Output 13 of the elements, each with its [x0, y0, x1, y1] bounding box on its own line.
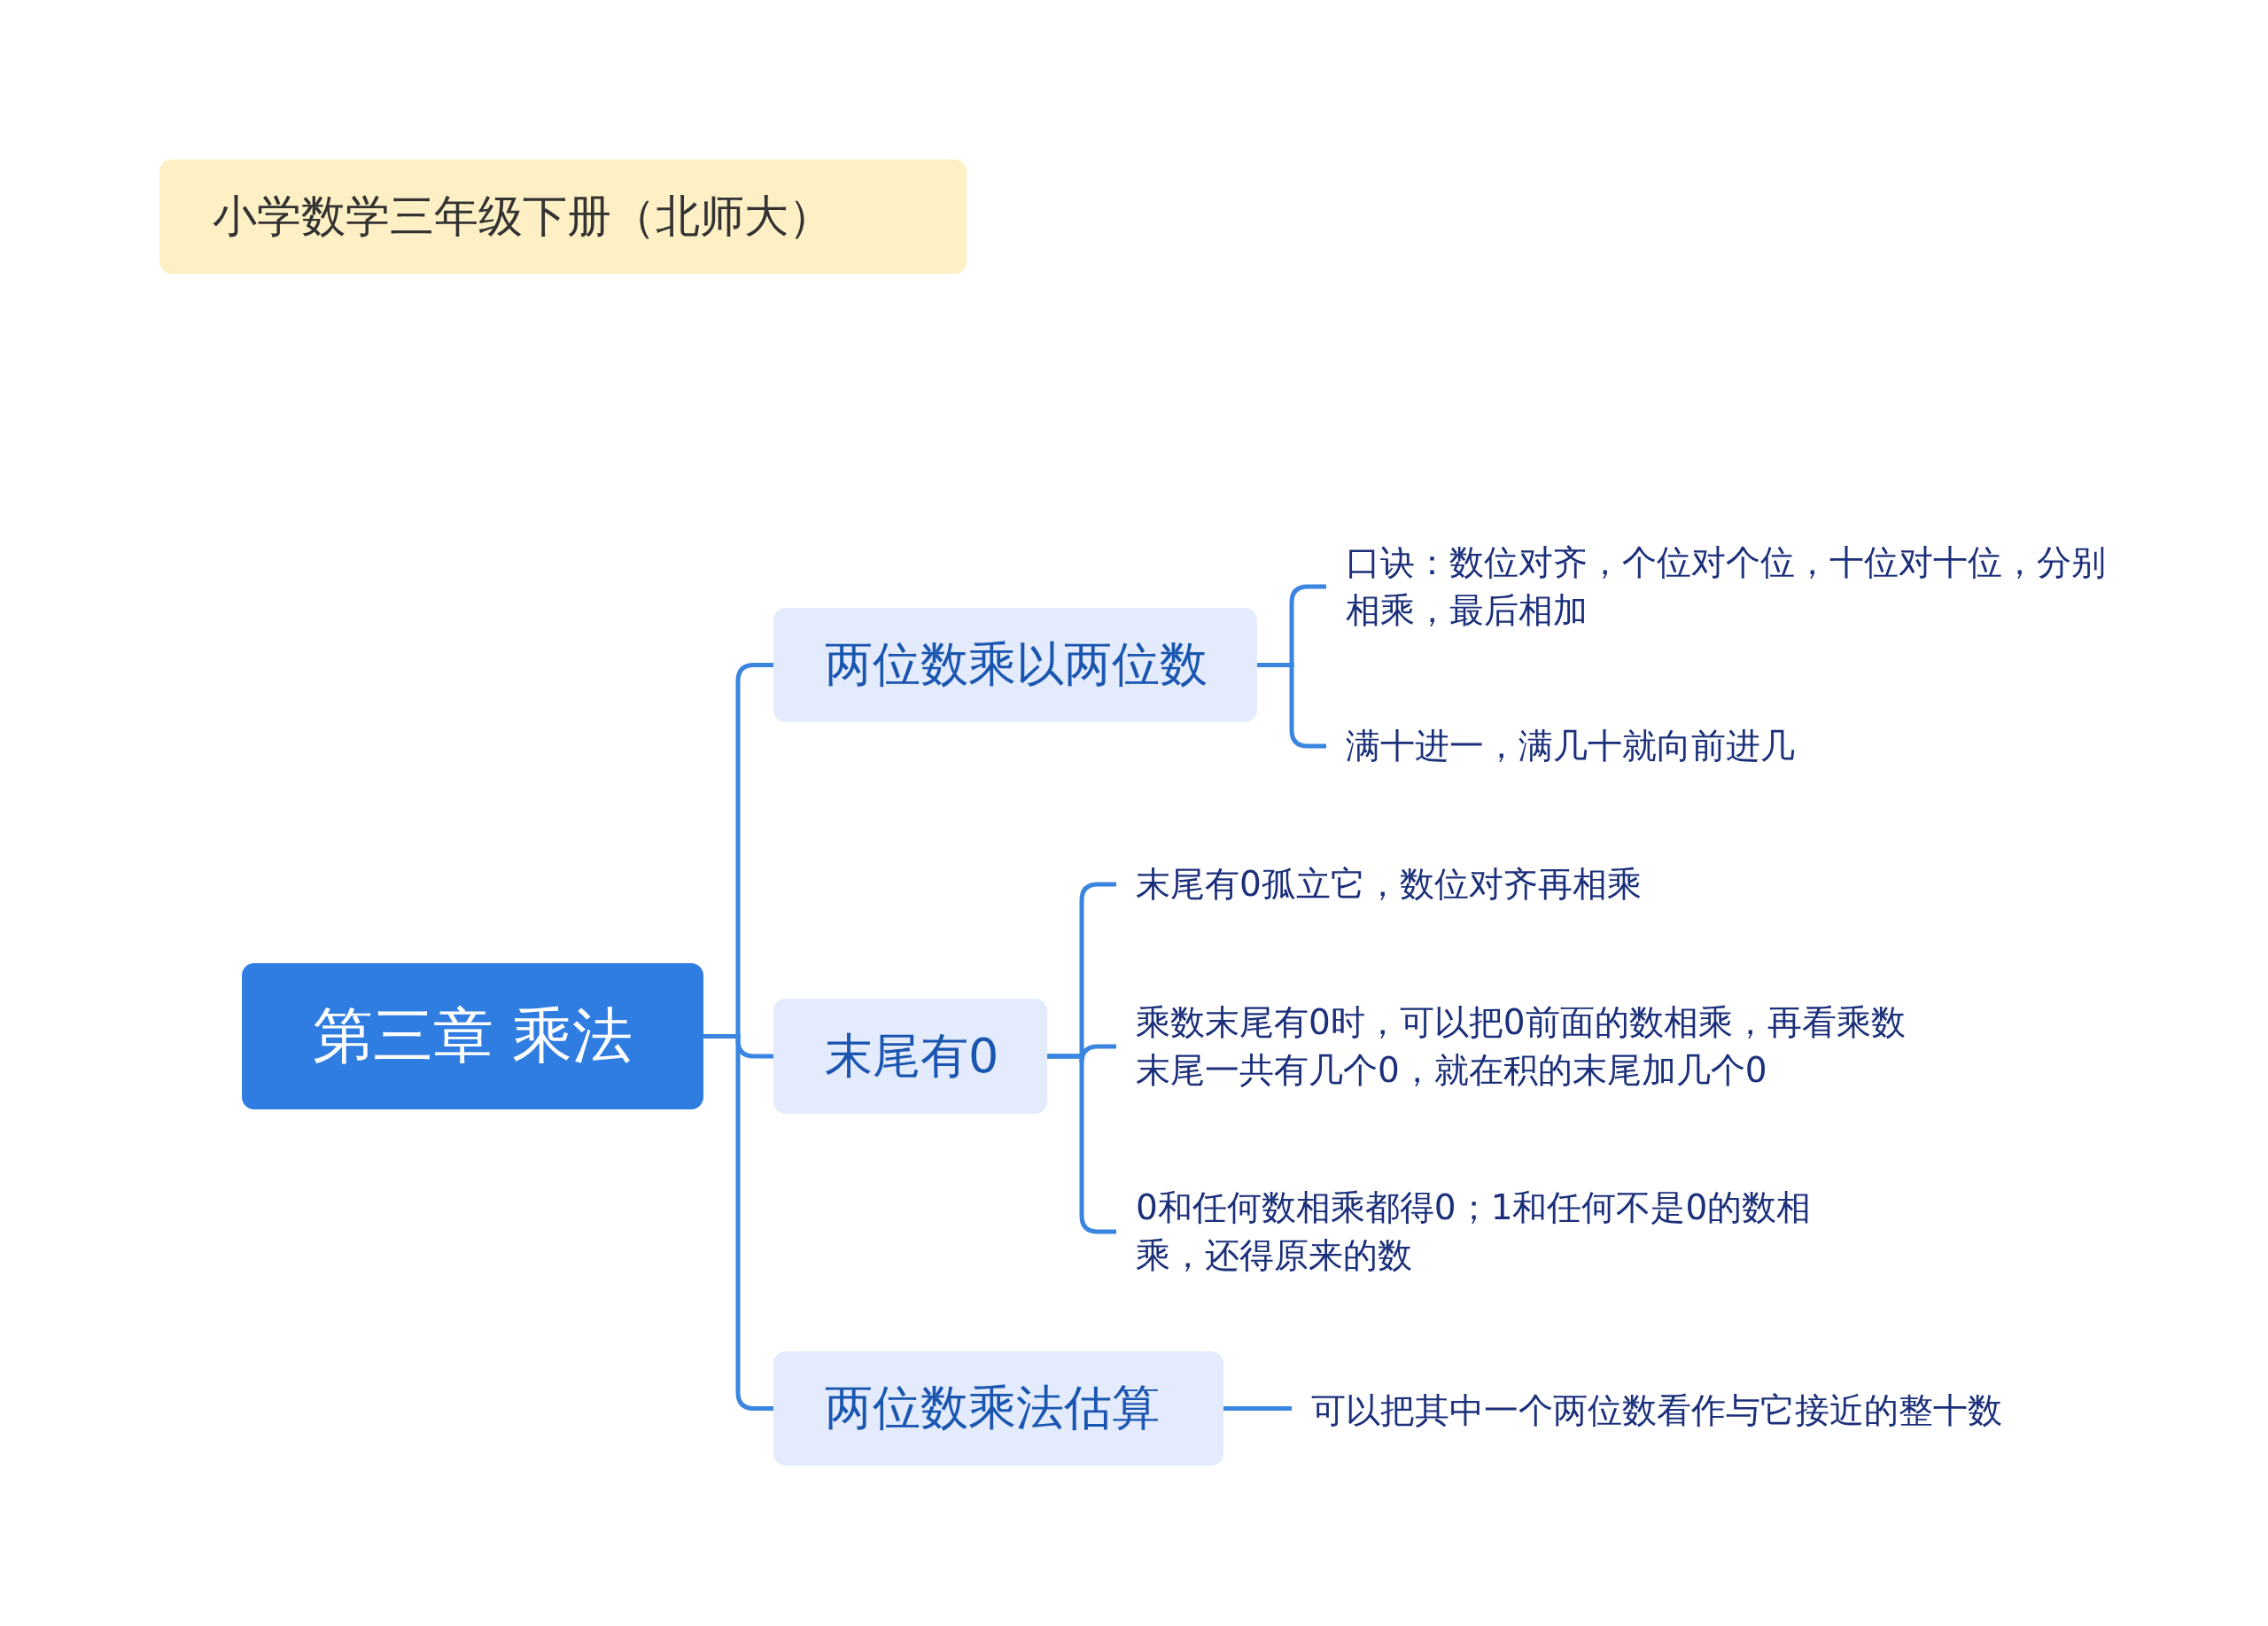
topic-box: 末尾有0 — [773, 999, 1047, 1114]
topic-box: 两位数乘以两位数 — [773, 608, 1257, 722]
subtopic-text: 乘数末尾有0时，可以把0前面的数相乘，再看乘数末尾一共有几个0，就在积的末尾加几个0 — [1116, 999, 1914, 1094]
subtopic-text: 满十进一，满几十就向前进几 — [1326, 722, 2106, 770]
subtopic-text: 0和任何数相乘都得0；1和任何不是0的数相乘，还得原来的数 — [1116, 1184, 1878, 1280]
subtopic-text: 末尾有0孤立它，数位对齐再相乘 — [1116, 860, 1914, 908]
note-box: 小学数学三年级下册（北师大） — [159, 159, 967, 274]
connector-line — [1223, 1406, 1292, 1411]
subtopic-text: 口诀：数位对齐，个位对个位，十位对十位，分别相乘，最后相加 — [1326, 539, 2106, 634]
connector-line — [1257, 663, 1326, 749]
subtopic-text: 可以把其中一个两位数看作与它接近的整十数 — [1292, 1387, 2089, 1435]
topic-box: 两位数乘法估算 — [773, 1351, 1223, 1466]
root-topic-box: 第三章 乘法 — [242, 963, 703, 1109]
